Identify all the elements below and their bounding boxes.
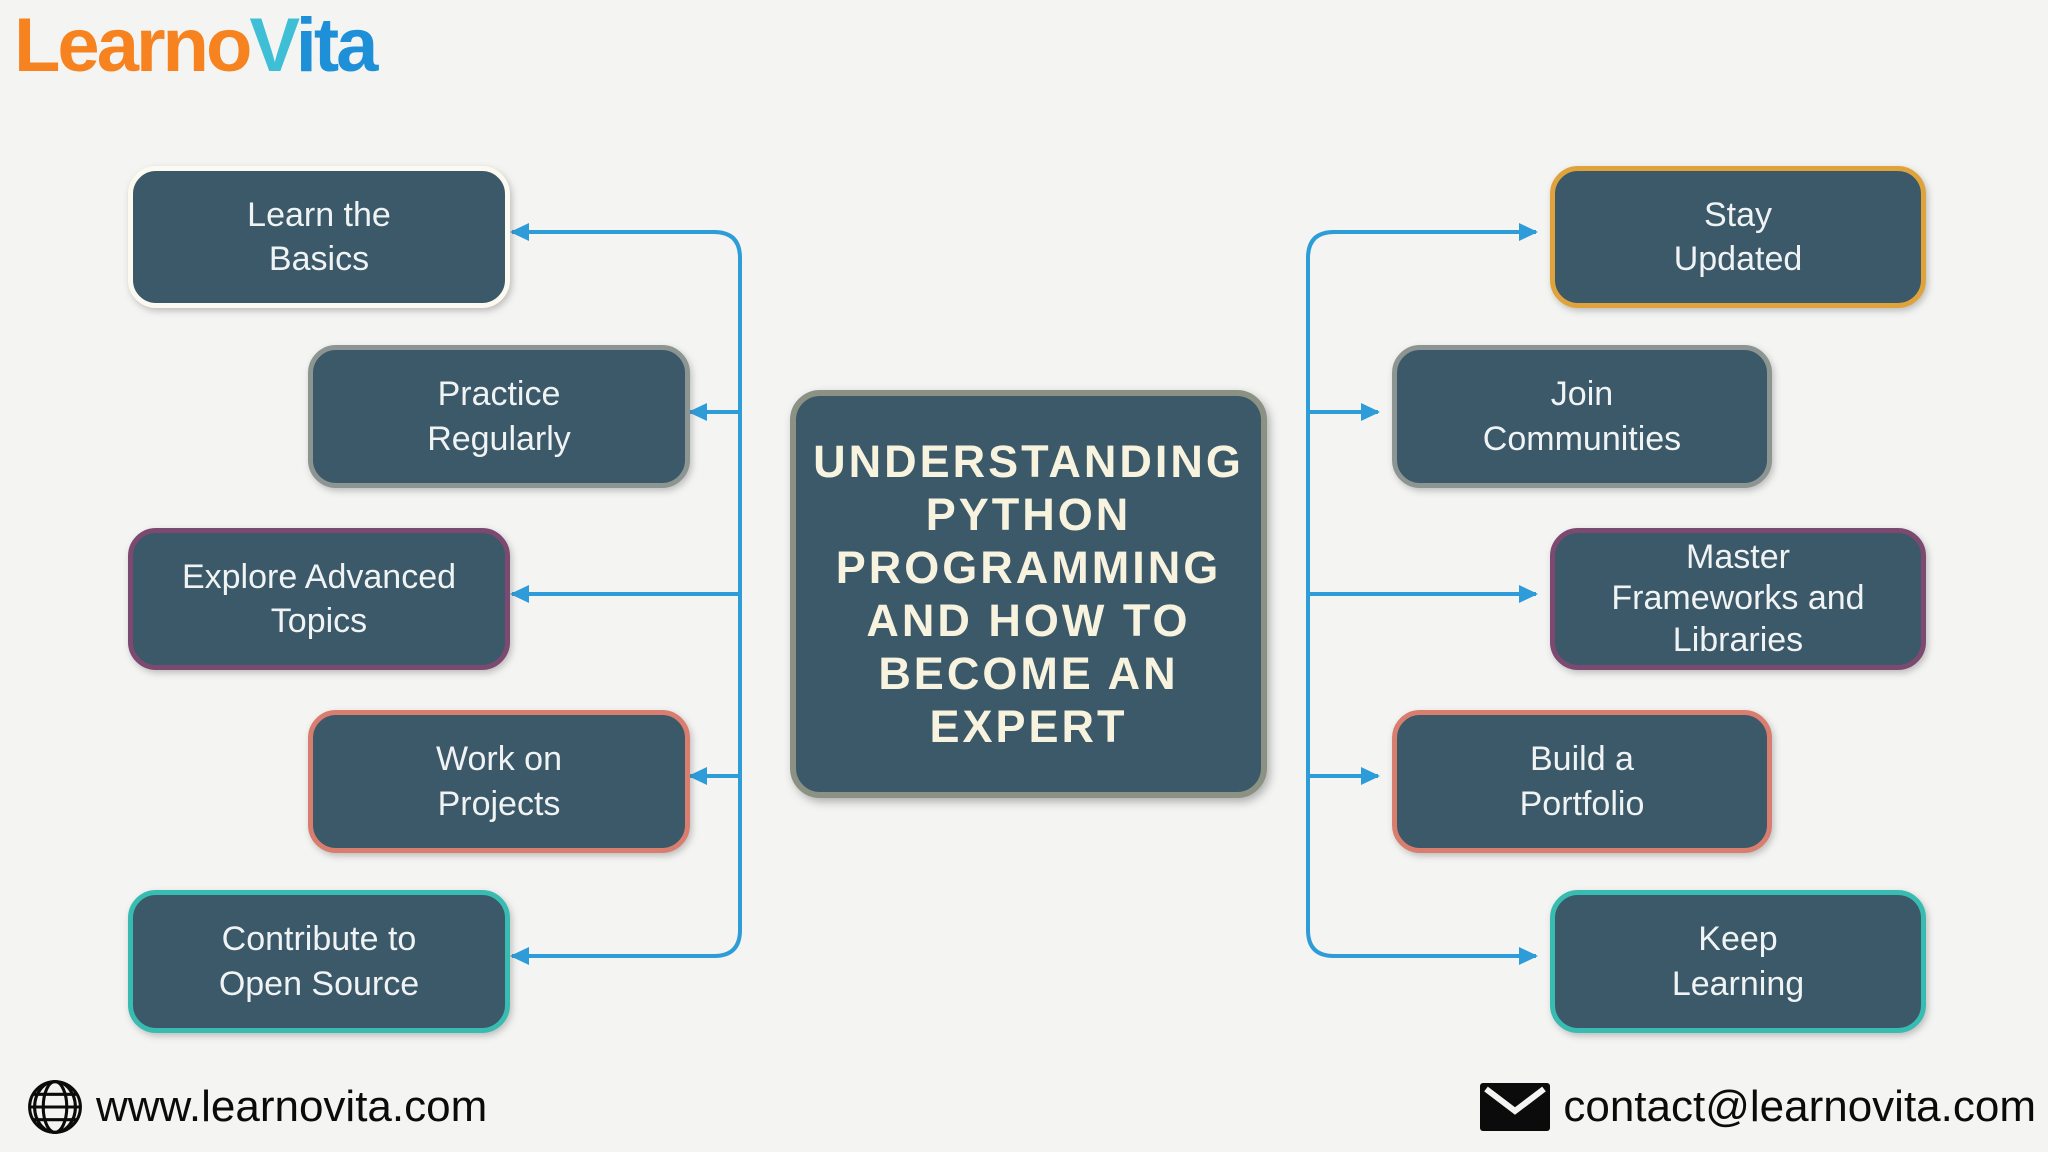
- node-explore-advanced-topics: Explore Advanced Topics: [128, 528, 510, 670]
- footer-website: www.learnovita.com: [26, 1074, 487, 1140]
- learnovita-logo: LearnoVita: [14, 2, 379, 89]
- email-text: contact@learnovita.com: [1563, 1082, 2036, 1131]
- logo-part-ita: ita: [295, 3, 379, 88]
- logo-part-v: V: [249, 3, 298, 88]
- central-topic: UNDERSTANDING PYTHON PROGRAMMING AND HOW…: [790, 390, 1267, 798]
- node-learn-the-basics: Learn the Basics: [128, 166, 510, 308]
- node-work-on-projects: Work on Projects: [308, 710, 690, 853]
- node-master-frameworks-and-libraries: Master Frameworks and Libraries: [1550, 528, 1926, 670]
- envelope-icon: [1480, 1083, 1551, 1131]
- node-practice-regularly: Practice Regularly: [308, 345, 690, 488]
- node-build-a-portfolio: Build a Portfolio: [1392, 710, 1772, 853]
- node-keep-learning: Keep Learning: [1550, 890, 1926, 1033]
- footer-email: contact@learnovita.com: [1479, 1074, 2036, 1140]
- node-stay-updated: Stay Updated: [1550, 166, 1926, 308]
- globe-icon: [28, 1080, 82, 1134]
- logo-part-learno: Learno: [14, 3, 252, 88]
- website-text: www.learnovita.com: [96, 1082, 488, 1131]
- node-contribute-to-open-source: Contribute to Open Source: [128, 890, 510, 1033]
- node-join-communities: Join Communities: [1392, 345, 1772, 488]
